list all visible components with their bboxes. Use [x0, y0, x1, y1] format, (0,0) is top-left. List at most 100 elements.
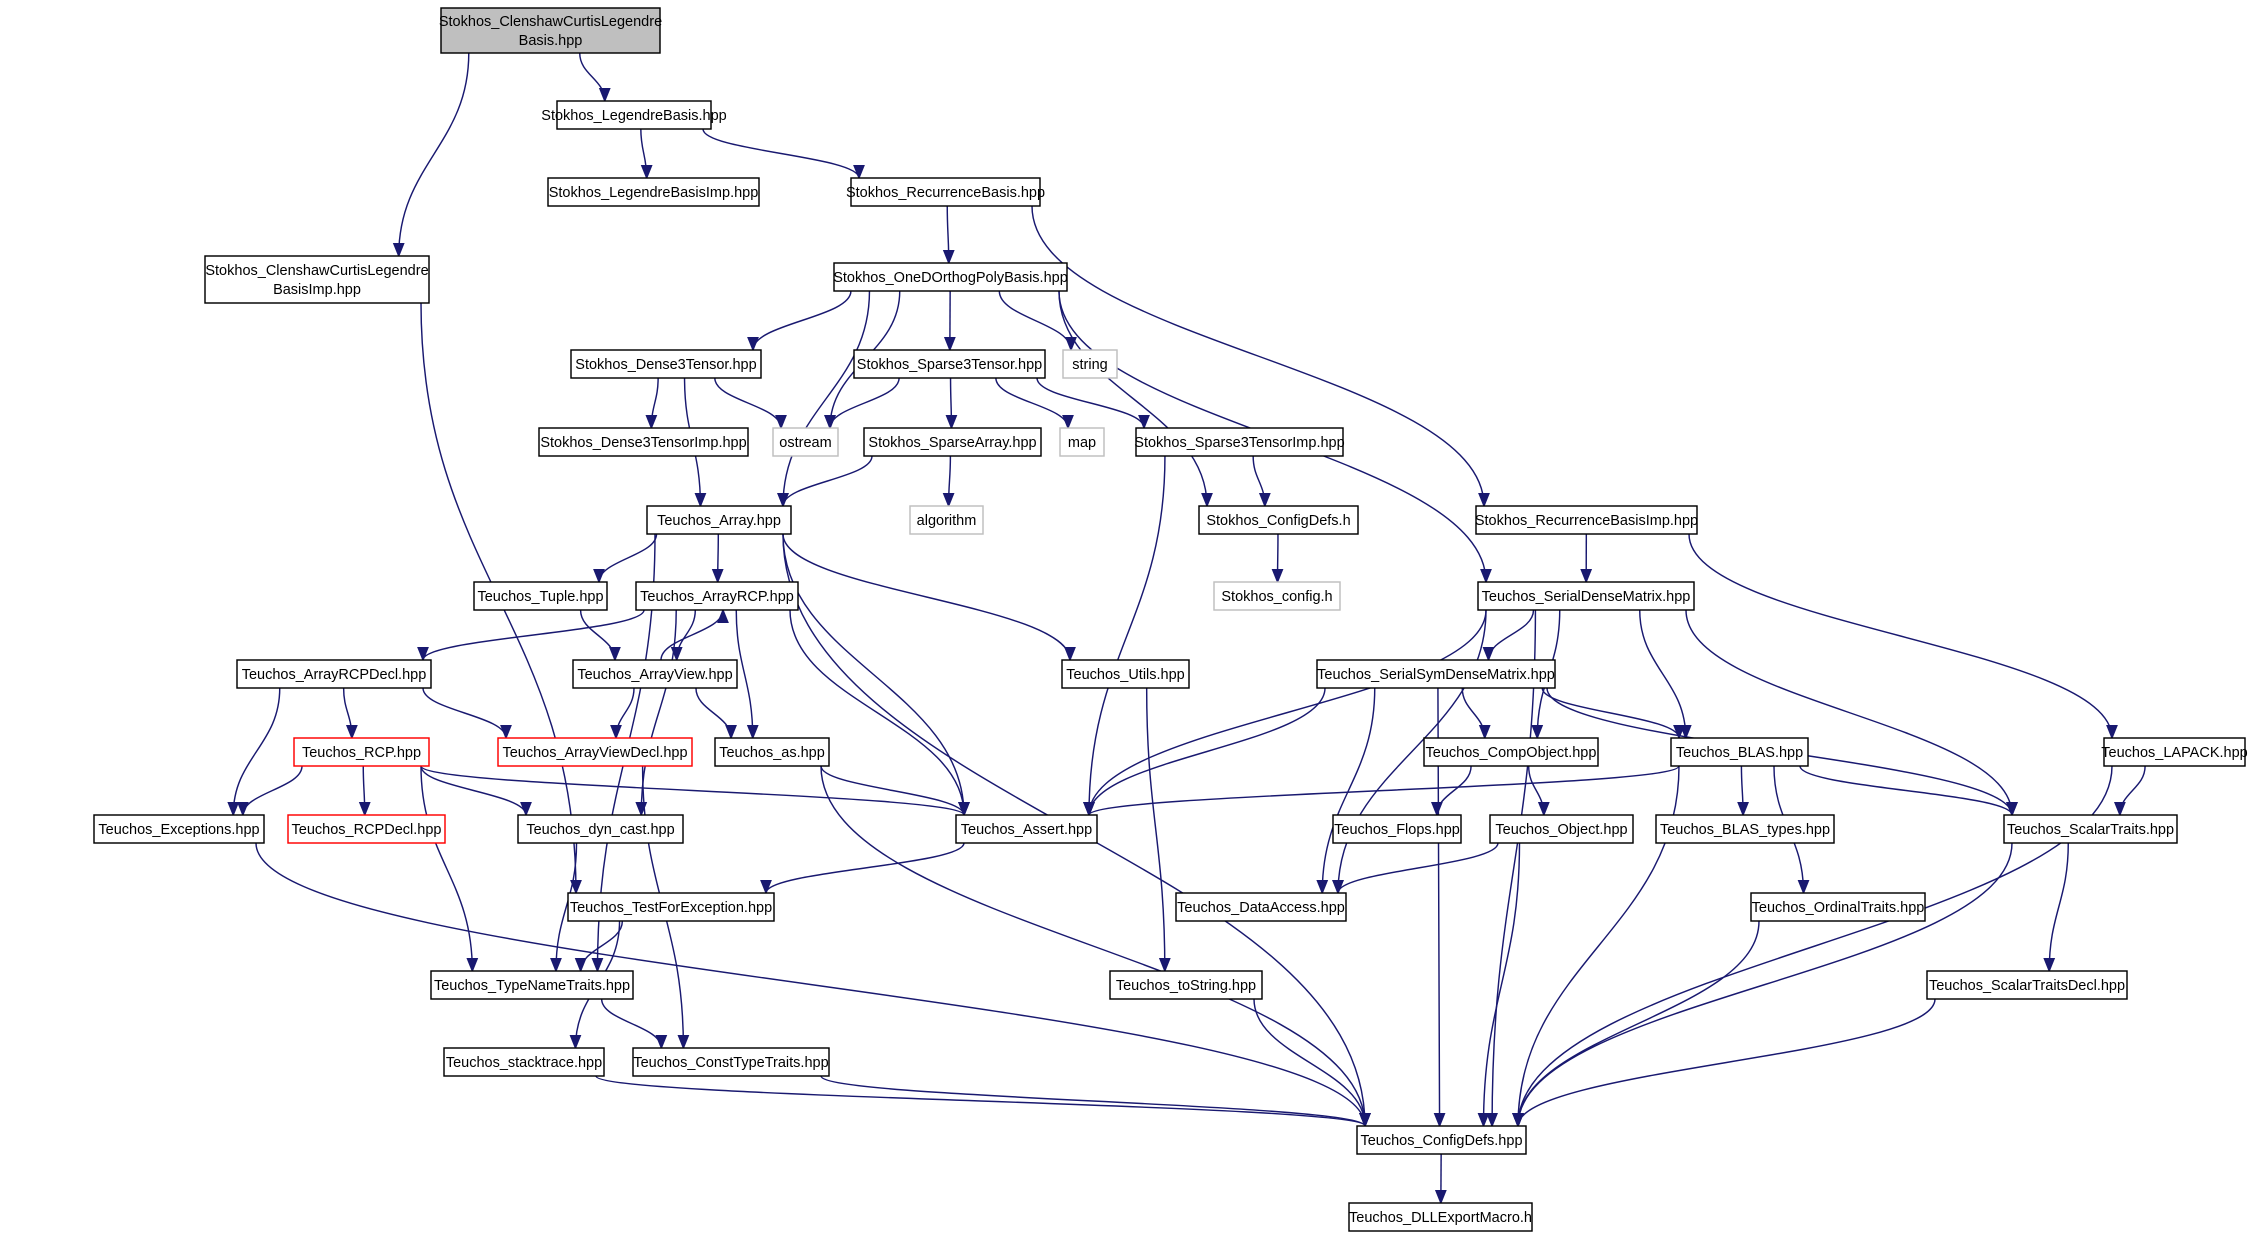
- node-stokhos-sparse3tensor-hpp[interactable]: Stokhos_Sparse3Tensor.hpp: [853, 349, 1046, 379]
- node-teuchos-arrayrcp-hpp[interactable]: Teuchos_ArrayRCP.hpp: [635, 581, 799, 611]
- edge-n25-to-n41: [1322, 687, 1376, 893]
- node-box: [1175, 892, 1347, 922]
- node-teuchos-tuple-hpp[interactable]: Teuchos_Tuple.hpp: [473, 581, 608, 611]
- node-teuchos-configdefs-hpp[interactable]: Teuchos_ConfigDefs.hpp: [1356, 1125, 1527, 1155]
- node-teuchos-assert-hpp[interactable]: Teuchos_Assert.hpp: [955, 814, 1098, 844]
- edge-n22-to-n27: [422, 687, 506, 739]
- node-teuchos-blas-types-hpp[interactable]: Teuchos_BLAS_types.hpp: [1655, 814, 1835, 844]
- node-box: [1356, 1125, 1527, 1155]
- node-stokhos-clenshawcurtislegendrebasisimp-hpp[interactable]: Stokhos_ClenshawCurtisLegendreBasisImp.h…: [204, 255, 430, 304]
- node-teuchos-rcpdecl-hpp[interactable]: Teuchos_RCPDecl.hpp: [287, 814, 446, 844]
- edge-n39-to-n45: [2049, 842, 2069, 971]
- edge-n37-to-n48: [1484, 842, 1521, 1126]
- node-stokhos-dense3tensor-hpp[interactable]: Stokhos_Dense3Tensor.hpp: [570, 349, 762, 379]
- node-teuchos-array-hpp[interactable]: Teuchos_Array.hpp: [646, 505, 792, 535]
- node-stokhos-legendrebasisimp-hpp[interactable]: Stokhos_LegendreBasisImp.hpp: [547, 177, 760, 207]
- node-stokhos-recurrencebasis-hpp[interactable]: Stokhos_RecurrenceBasis.hpp: [846, 177, 1045, 207]
- node-teuchos-lapack-hpp[interactable]: Teuchos_LAPACK.hpp: [2101, 737, 2248, 767]
- edge-n44-to-n48: [1253, 998, 1365, 1126]
- node-teuchos-consttypetraits-hpp[interactable]: Teuchos_ConstTypeTraits.hpp: [632, 1047, 830, 1077]
- node-teuchos-exceptions-hpp[interactable]: Teuchos_Exceptions.hpp: [93, 814, 265, 844]
- edge-n21-to-n39: [1685, 609, 2012, 815]
- node-label: Teuchos_RCP.hpp: [302, 745, 421, 761]
- node-label: Teuchos_CompObject.hpp: [1426, 745, 1597, 761]
- node-box: [1198, 505, 1359, 535]
- edge-n37-to-n41: [1338, 842, 1499, 894]
- node-stokhos-sparsearray-hpp[interactable]: Stokhos_SparseArray.hpp: [863, 427, 1042, 457]
- node-box: [556, 100, 712, 130]
- node-teuchos-flops-hpp[interactable]: Teuchos_Flops.hpp: [1332, 814, 1462, 844]
- node-box: [430, 970, 634, 1000]
- node-label: Stokhos_config.h: [1221, 589, 1332, 605]
- node-map: map: [1059, 427, 1105, 457]
- node-label: string: [1072, 357, 1107, 373]
- edge-n26-to-n33: [363, 765, 365, 815]
- node-teuchos-stacktrace-hpp[interactable]: Teuchos_stacktrace.hpp: [443, 1047, 605, 1077]
- node-teuchos-tostring-hpp[interactable]: Teuchos_toString.hpp: [1109, 970, 1263, 1000]
- node-teuchos-ordinaltraits-hpp[interactable]: Teuchos_OrdinalTraits.hpp: [1750, 892, 1926, 922]
- edge-n26-to-n34: [420, 765, 526, 816]
- node-teuchos-testforexception-hpp[interactable]: Teuchos_TestForException.hpp: [567, 892, 775, 922]
- node-box: [955, 814, 1098, 844]
- node-teuchos-arrayviewdecl-hpp[interactable]: Teuchos_ArrayViewDecl.hpp: [497, 737, 693, 767]
- edge-n26-to-n43: [420, 765, 472, 971]
- node-stokhos-config-h: Stokhos_config.h: [1213, 581, 1341, 611]
- node-stokhos-onedorthogpolybasis-hpp[interactable]: Stokhos_OneDOrthogPolyBasis.hpp: [833, 262, 1068, 292]
- node-label: Teuchos_Exceptions.hpp: [98, 822, 259, 838]
- node-box: [93, 814, 265, 844]
- node-teuchos-arrayrcpdecl-hpp[interactable]: Teuchos_ArrayRCPDecl.hpp: [236, 659, 432, 689]
- node-label: Teuchos_Tuple.hpp: [477, 589, 603, 605]
- node-teuchos-serialdensematrix-hpp[interactable]: Teuchos_SerialDenseMatrix.hpp: [1477, 581, 1695, 611]
- node-teuchos-object-hpp[interactable]: Teuchos_Object.hpp: [1489, 814, 1634, 844]
- edge-n14-to-n24: [782, 533, 1070, 660]
- node-label: Stokhos_Sparse3TensorImp.hpp: [1134, 435, 1344, 451]
- node-box: [538, 427, 749, 457]
- edge-n28-to-n48: [820, 765, 1365, 1126]
- node-string: string: [1062, 349, 1118, 379]
- node-teuchos-dataaccess-hpp[interactable]: Teuchos_DataAccess.hpp: [1175, 892, 1347, 922]
- node-teuchos-rcp-hpp[interactable]: Teuchos_RCP.hpp: [293, 737, 430, 767]
- node-stokhos-sparse3tensorimp-hpp[interactable]: Stokhos_Sparse3TensorImp.hpp: [1134, 427, 1345, 457]
- node-teuchos-blas-hpp[interactable]: Teuchos_BLAS.hpp: [1670, 737, 1809, 767]
- node-box: [714, 737, 830, 767]
- edge-n29-to-n37: [1527, 765, 1544, 815]
- node-teuchos-dyn-cast-hpp[interactable]: Teuchos_dyn_cast.hpp: [517, 814, 684, 844]
- edge-n19-to-n35: [789, 609, 964, 815]
- node-box: [1475, 505, 1698, 535]
- edge-n25-to-n35: [1089, 687, 1326, 815]
- node-teuchos-as-hpp[interactable]: Teuchos_as.hpp: [714, 737, 830, 767]
- node-teuchos-dllexportmacro-h[interactable]: Teuchos_DLLExportMacro.h: [1348, 1202, 1533, 1232]
- node-box: [570, 349, 762, 379]
- node-stokhos-recurrencebasisimp-hpp[interactable]: Stokhos_RecurrenceBasisImp.hpp: [1475, 505, 1698, 535]
- node-teuchos-typenametraits-hpp[interactable]: Teuchos_TypeNameTraits.hpp: [430, 970, 634, 1000]
- node-stokhos-configdefs-h[interactable]: Stokhos_ConfigDefs.h: [1198, 505, 1359, 535]
- node-teuchos-arrayview-hpp[interactable]: Teuchos_ArrayView.hpp: [572, 659, 738, 689]
- node-teuchos-serialsymdensematrix-hpp[interactable]: Teuchos_SerialSymDenseMatrix.hpp: [1316, 659, 1556, 689]
- nodes-layer: Stokhos_ClenshawCurtisLegendreBasis.hppS…: [93, 7, 2248, 1232]
- node-label: Teuchos_DataAccess.hpp: [1177, 900, 1345, 916]
- edge-n3-to-n5: [947, 205, 949, 263]
- edge-n5-to-n14: [783, 290, 871, 506]
- node-box: [1109, 970, 1263, 1000]
- node-teuchos-scalartraits-hpp[interactable]: Teuchos_ScalarTraits.hpp: [2003, 814, 2178, 844]
- edge-n30-to-n38: [1741, 765, 1743, 815]
- node-teuchos-scalartraitsdecl-hpp[interactable]: Teuchos_ScalarTraitsDecl.hpp: [1926, 970, 2128, 1000]
- node-box: [833, 262, 1068, 292]
- edge-n29-to-n36: [1437, 765, 1472, 816]
- node-box: [572, 659, 738, 689]
- node-stokhos-legendrebasis-hpp[interactable]: Stokhos_LegendreBasis.hpp: [541, 100, 727, 130]
- edge-n19-to-n22: [423, 609, 645, 661]
- node-box: [632, 1047, 830, 1077]
- node-stokhos-dense3tensorimp-hpp[interactable]: Stokhos_Dense3TensorImp.hpp: [538, 427, 749, 457]
- node-box: [547, 177, 760, 207]
- edge-n34-to-n43: [556, 842, 578, 971]
- node-box: [497, 737, 693, 767]
- node-teuchos-compobject-hpp[interactable]: Teuchos_CompObject.hpp: [1423, 737, 1599, 767]
- node-teuchos-utils-hpp[interactable]: Teuchos_Utils.hpp: [1061, 659, 1190, 689]
- node-label: Teuchos_Array.hpp: [657, 513, 781, 529]
- node-label: Teuchos_ScalarTraitsDecl.hpp: [1929, 978, 2125, 994]
- edge-n35-to-n40: [766, 842, 965, 894]
- edge-n13-to-n35: [1089, 455, 1166, 815]
- edge-n42-to-n48: [1518, 920, 1760, 1126]
